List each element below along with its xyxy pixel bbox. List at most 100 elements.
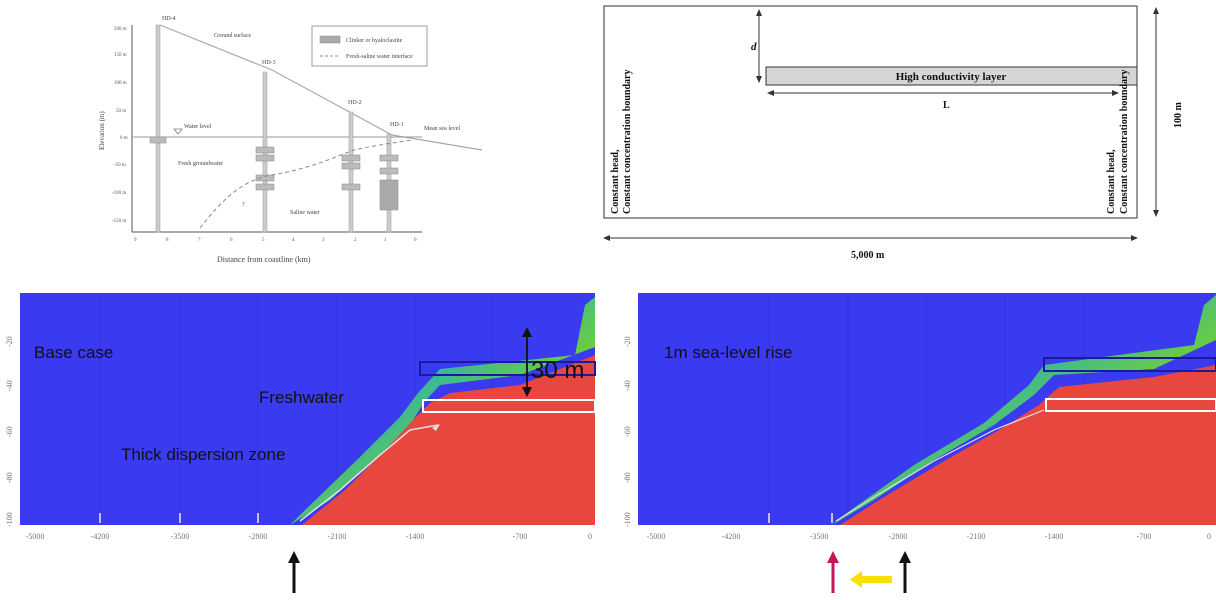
x-axis-title: Distance from coastline (km) — [217, 255, 311, 264]
sim-title: Base case — [34, 343, 113, 362]
interface-position-arrow — [288, 551, 300, 593]
water-level-label: Water level — [184, 124, 212, 130]
x-tick: 7 — [198, 238, 201, 243]
well-label: HD-3 — [262, 60, 276, 66]
dispersion-label: Thick dispersion zone — [121, 445, 285, 464]
dispersion-zone — [290, 297, 595, 525]
right-boundary-line2: Constant concentration boundary — [1119, 70, 1130, 214]
width-label: 5,000 m — [851, 250, 885, 261]
x-tick: -5000 — [26, 532, 45, 541]
y-tick: -60 — [623, 426, 632, 437]
x-tick: -700 — [513, 532, 528, 541]
y-tick: -150 m — [112, 219, 126, 224]
ground-surface-line — [159, 24, 483, 151]
left-boundary-line1: Constant head, — [610, 149, 621, 214]
question-mark: ? — [242, 202, 245, 208]
x-tick: 0 — [414, 238, 417, 243]
layer-label: High conductivity layer — [896, 71, 1007, 83]
saline-wedge — [302, 355, 595, 525]
well-label: HD-4 — [162, 16, 176, 22]
well-label: HD-1 — [390, 122, 404, 128]
fresh-groundwater-label: Fresh groundwater — [178, 161, 223, 167]
dispersion-zone — [832, 295, 1216, 525]
L-label: L — [943, 100, 950, 111]
model-domain-schematic: High conductivity layer d L Constant hea… — [603, 5, 1184, 261]
x-tick: -700 — [1137, 532, 1152, 541]
x-tick: 3 — [322, 238, 325, 243]
high-conductivity-layer-outline — [419, 361, 596, 376]
legend: Clinker or hyaloclastite Fresh-saline wa… — [311, 25, 428, 67]
plot-area — [20, 293, 596, 525]
y-tick: -80 — [5, 472, 14, 483]
x-tick: 0 — [588, 532, 592, 541]
simulation-base-case: -20 -40 -60 -80 -100 -5000 -4200 -3500 -… — [5, 293, 596, 593]
plot-area — [638, 293, 1216, 525]
new-interface-arrow — [827, 551, 839, 593]
y-ticks: -20 -40 -60 -80 -100 — [5, 336, 14, 527]
x-tick: -1400 — [1045, 532, 1064, 541]
legend-interface-label: Fresh-saline water interface — [346, 53, 413, 60]
well-hd-3: HD-3 — [255, 60, 276, 233]
x-tick: 2 — [354, 238, 357, 243]
x-tick: -1400 — [406, 532, 425, 541]
x-tick: 9 — [134, 238, 137, 243]
x-tick: -2100 — [967, 532, 986, 541]
y-tick: -40 — [623, 380, 632, 391]
y-tick: -80 — [623, 472, 632, 483]
y-tick: -40 — [5, 380, 14, 391]
y-tick: 0 m — [120, 136, 128, 141]
d-label: d — [751, 41, 757, 53]
x-tick: -5000 — [647, 532, 666, 541]
depth-label: 30 m — [531, 357, 584, 384]
saline-water-label: Saline water — [290, 210, 320, 216]
y-tick: 100 m — [114, 81, 127, 86]
shift-arrow — [850, 571, 892, 588]
x-tick: -4200 — [91, 532, 110, 541]
ground-surface-label: Ground surface — [214, 32, 251, 39]
y-tick: 200 m — [114, 27, 127, 32]
y-tick: -100 m — [112, 191, 126, 196]
sim-title: 1m sea-level rise — [664, 343, 793, 362]
simulation-sea-level-rise: -20 -40 -60 -80 -100 -5000 -4200 -3500 -… — [623, 293, 1216, 593]
x-tick: 6 — [230, 238, 233, 243]
high-conductivity-layer-lower — [422, 399, 596, 413]
high-conductivity-layer-outline — [1043, 357, 1216, 372]
fresh-saline-interface — [199, 139, 413, 229]
geologic-cross-section: Elevation (m) Distance from coastline (k… — [98, 16, 483, 264]
interface-trace — [299, 424, 439, 522]
y-tick: -100 — [5, 512, 14, 527]
y-tick: -50 m — [114, 163, 126, 168]
y-tick: -20 — [623, 336, 632, 347]
y-tick: -100 — [623, 512, 632, 527]
x-tick: 0 — [1207, 532, 1211, 541]
high-conductivity-layer — [765, 66, 1138, 86]
x-tick: -3500 — [171, 532, 190, 541]
x-tick: -4200 — [722, 532, 741, 541]
x-tick: 4 — [292, 238, 295, 243]
y-tick: -20 — [5, 336, 14, 347]
well-hd-1: HD-1 — [379, 122, 404, 233]
saline-wedge — [840, 365, 1216, 525]
x-tick: -2800 — [889, 532, 908, 541]
water-level-marker — [173, 128, 183, 135]
x-tick: 5 — [262, 238, 265, 243]
high-conductivity-layer-lower — [1045, 398, 1216, 412]
interface-trace — [835, 409, 1045, 522]
y-axis-title: Elevation (m) — [98, 111, 106, 150]
well-label: HD-2 — [348, 100, 362, 106]
y-tick: -60 — [5, 426, 14, 437]
well-hd-4: HD-4 — [149, 16, 176, 233]
well-hd-2: HD-2 — [341, 100, 362, 233]
legend-clinker-label: Clinker or hyaloclastite — [346, 38, 403, 44]
x-tick: -2100 — [328, 532, 347, 541]
freshwater-label: Freshwater — [259, 388, 344, 407]
left-boundary-line2: Constant concentration boundary — [622, 70, 633, 214]
y-tick: 50 m — [116, 109, 126, 114]
x-tick: 8 — [166, 238, 169, 243]
x-tick: -2800 — [249, 532, 268, 541]
right-boundary-line1: Constant head, — [1106, 149, 1117, 214]
mean-sea-level-label: Mean sea level — [424, 126, 460, 132]
height-label: 100 m — [1173, 102, 1184, 129]
original-interface-arrow — [899, 551, 911, 593]
x-tick: -3500 — [810, 532, 829, 541]
